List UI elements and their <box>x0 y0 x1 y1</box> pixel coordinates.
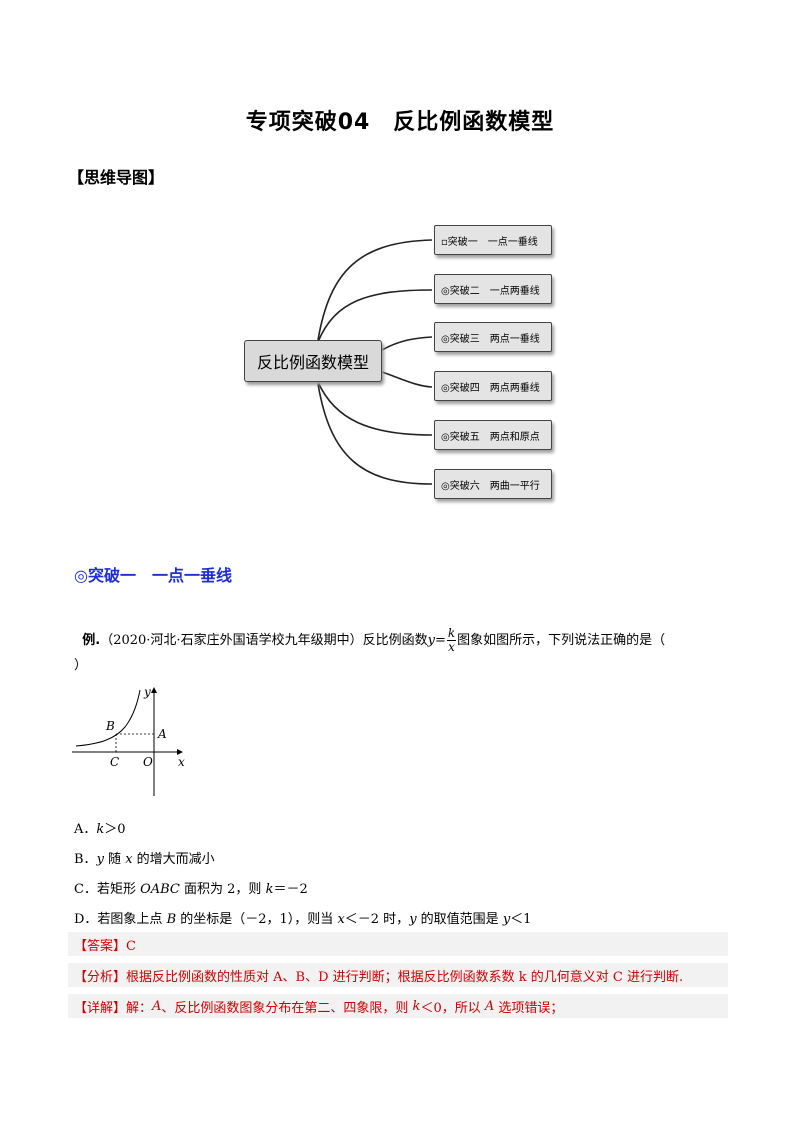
option-d-mid3: 的取值范围是 <box>416 912 503 927</box>
func-y: y <box>427 633 435 648</box>
option-c-rest: ＝－2 <box>273 882 308 897</box>
option-a-rest: ＞0 <box>104 822 126 837</box>
label-a: A <box>157 727 167 741</box>
connector-5 <box>317 381 433 436</box>
example-label: 例. <box>82 633 101 648</box>
section-heading: ◎突破一 一点一垂线 <box>74 566 232 585</box>
connector-3 <box>381 336 433 351</box>
label-x: x <box>178 755 185 769</box>
connector-6 <box>317 383 433 485</box>
option-d-mid2: ＜－2 时， <box>344 912 410 927</box>
connector-2 <box>317 289 433 343</box>
detail-a2: A <box>484 998 495 1014</box>
page-title: 专项突破04 反比例函数模型 <box>245 110 555 135</box>
option-d-rest: ＜1 <box>510 912 532 927</box>
option-a: A．k＞0 <box>74 818 126 837</box>
option-c-mid: 面积为 2，则 <box>179 882 266 897</box>
mindmap-node-5: ◎突破五 两点和原点 <box>434 420 552 450</box>
detail-end: 选项错误； <box>494 1000 564 1016</box>
mindmap-node-2: ◎突破二 一点两垂线 <box>434 274 552 304</box>
option-a-var: k <box>96 822 105 837</box>
option-c: C．若矩形 OABC 面积为 2，则 k＝－2 <box>74 878 308 897</box>
mindmap-root: 反比例函数模型 <box>244 340 382 382</box>
connector-1 <box>317 239 433 341</box>
option-d-var2: y <box>409 912 417 927</box>
label-o: O <box>143 755 153 769</box>
fraction-numerator: k <box>446 626 457 641</box>
mindmap-node-6: ◎突破六 两曲一平行 <box>434 469 552 499</box>
option-c-prefix: C．若矩形 <box>74 882 141 897</box>
option-d: D．若图象上点 B 的坐标是（－2，1），则当 x＜－2 时，y 的取值范围是 … <box>74 908 531 927</box>
detail-mid: 、反比例函数图象分布在第二、四象限，则 <box>161 1000 413 1016</box>
mindmap-node-4: ◎突破四 两点两垂线 <box>434 371 552 401</box>
option-b-var1: y <box>96 852 104 867</box>
label-c: C <box>110 755 119 769</box>
connector-4 <box>381 371 433 388</box>
label-b: B <box>105 719 115 733</box>
detail-k: k <box>412 998 421 1014</box>
option-b-prefix: B． <box>74 852 97 867</box>
mindmap-label: 【思维导图】 <box>68 168 165 187</box>
mindmap-connectors <box>317 239 433 485</box>
mindmap-node-1: ▫突破一 一点一垂线 <box>434 225 552 255</box>
answer-line: 【答案】C <box>68 932 728 956</box>
example-tail: 图象如图所示，下列说法正确的是（ <box>457 633 666 648</box>
hyperbola-curve <box>75 689 141 747</box>
analysis-line: 【分析】根据反比例函数的性质对 A、B、D 进行判断；根据反比例函数系数 k 的… <box>68 963 728 987</box>
option-d-prefix: D．若图象上点 <box>74 912 167 927</box>
option-c-shape: OABC <box>140 882 180 897</box>
option-a-prefix: A． <box>74 822 97 837</box>
detail-prefix: 【详解】解： <box>74 1000 153 1016</box>
example-source: （2020·河北·石家庄外国语学校九年级期中）反比例函数 <box>100 633 428 648</box>
mindmap-node-3: ◎突破三 两点一垂线 <box>434 322 552 352</box>
option-d-mid1: 的坐标是（－2，1），则当 <box>176 912 338 927</box>
detail-a: A <box>152 998 162 1014</box>
option-c-var: k <box>265 882 274 897</box>
example-close-paren: ） <box>74 658 88 673</box>
option-b-rest: 的增大而减小 <box>132 852 215 867</box>
func-eq: = <box>434 633 446 648</box>
option-b: B．y 随 x 的增大而减小 <box>74 848 215 867</box>
option-b-mid: 随 <box>103 852 126 867</box>
fraction-denominator: x <box>448 640 455 654</box>
option-d-var1: x <box>337 912 345 927</box>
label-y: y <box>143 685 151 699</box>
detail-mid2: ＜0，所以 <box>420 1000 485 1016</box>
option-b-var2: x <box>125 852 133 867</box>
detail-line: 【详解】解：A、反比例函数图象分布在第二、四象限，则 k＜0，所以 A 选项错误… <box>68 994 728 1018</box>
option-d-pt: B <box>166 912 177 927</box>
option-d-var3: y <box>502 912 511 927</box>
hyperbola-figure: y x B A C O <box>72 685 185 796</box>
